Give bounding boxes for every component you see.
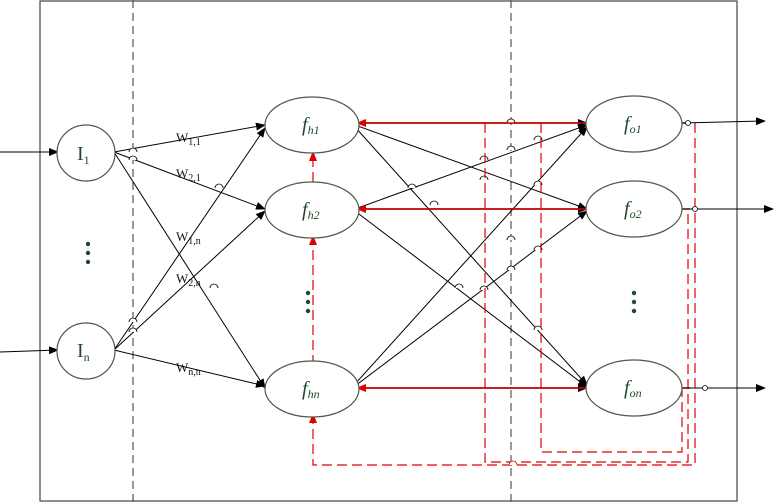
- input-ellipsis-dots: [85, 241, 91, 265]
- svg-text:fo2: fo2: [624, 198, 642, 221]
- output-node-n: fon: [585, 359, 683, 417]
- hidden-ellipsis-dots: [305, 290, 311, 314]
- output-arrow-1: [681, 117, 766, 126]
- svg-text:fh1: fh1: [302, 114, 320, 137]
- output-node-1: fo1: [585, 95, 683, 153]
- input-hidden-connections: [113, 122, 266, 389]
- hidden-node-1: fh1: [264, 96, 360, 154]
- svg-text:I1: I1: [77, 143, 90, 167]
- output-junction-n: [702, 385, 708, 391]
- weight-label-w11: W1,1: [176, 130, 201, 148]
- weight-label-w2n: W2,n: [176, 271, 201, 289]
- hidden-output-connections: [354, 118, 588, 392]
- external-input-arrow-n: [0, 346, 59, 355]
- svg-text:fhn: fhn: [302, 378, 320, 401]
- weight-label-w21: W2,1: [176, 166, 201, 184]
- input-node-n: In: [56, 322, 116, 380]
- hidden-node-n: fhn: [264, 360, 360, 418]
- output-node-2: fo2: [585, 180, 683, 238]
- output-junction-1: [685, 120, 691, 126]
- svg-text:In: In: [77, 340, 90, 364]
- svg-text:fo1: fo1: [624, 113, 642, 136]
- output-junction-2: [692, 206, 698, 212]
- hidden-node-2: fh2: [264, 181, 360, 239]
- weight-label-wnn: Wn,n: [176, 360, 201, 378]
- svg-text:fh2: fh2: [302, 199, 320, 222]
- output-ellipsis-dots: [631, 290, 637, 314]
- input-node-1: I1: [56, 124, 116, 182]
- weight-label-w1n: W1,n: [176, 229, 201, 247]
- svg-text:fon: fon: [624, 377, 642, 400]
- network-frame: [39, 0, 738, 502]
